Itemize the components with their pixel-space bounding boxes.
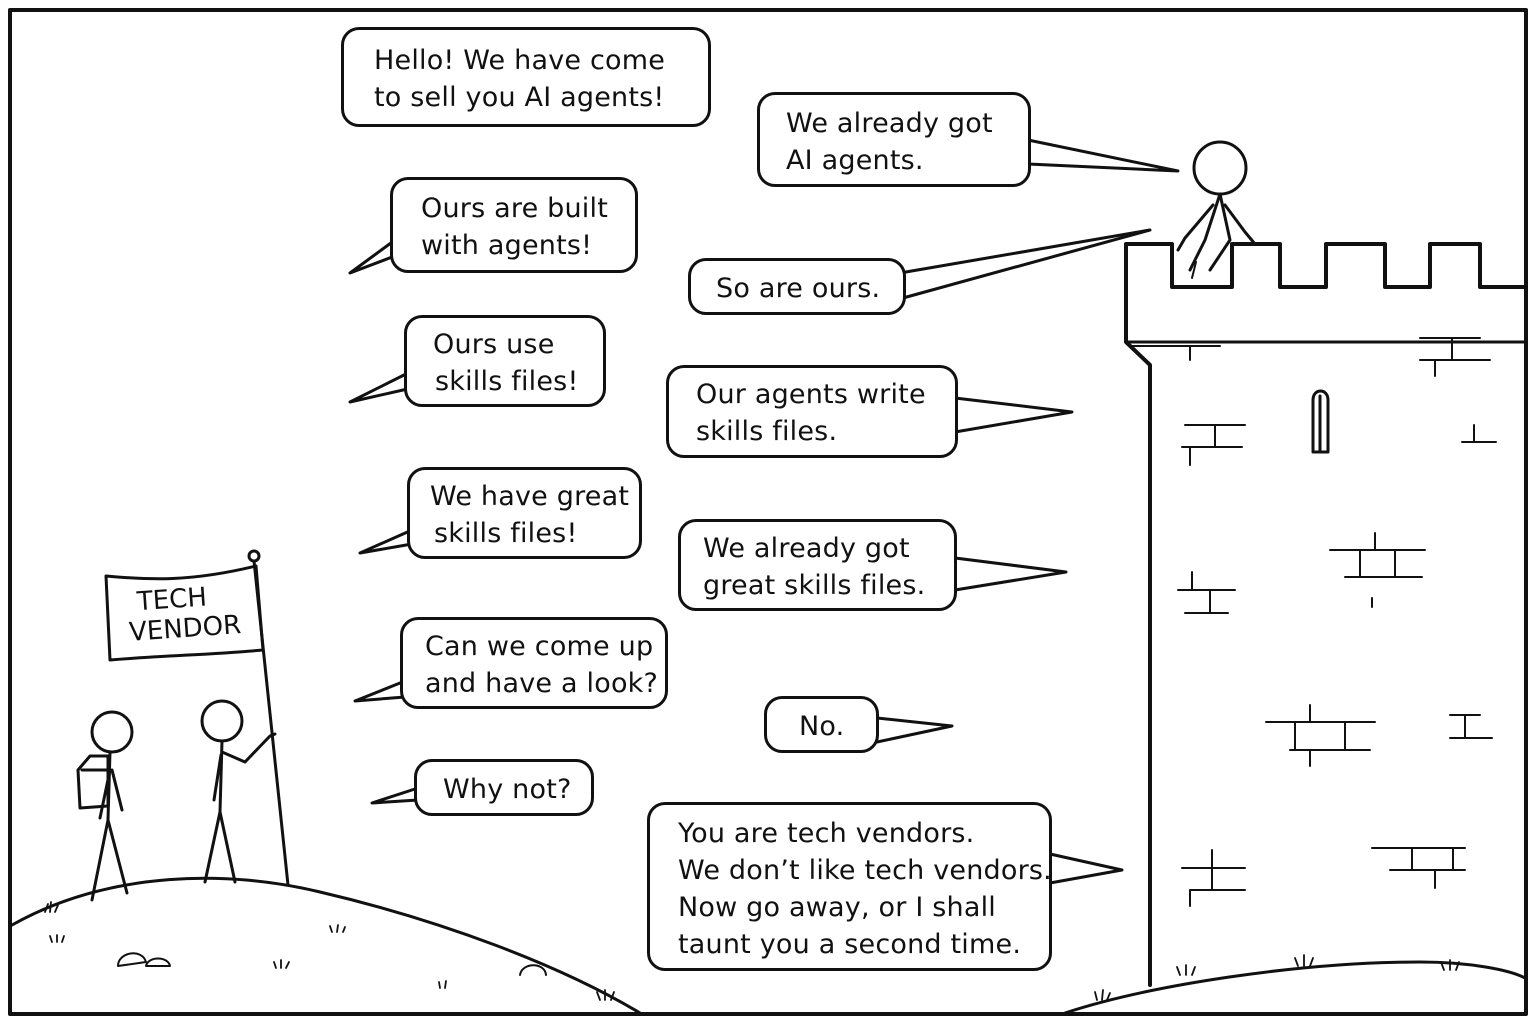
bubble-line: skills files. <box>696 416 838 447</box>
arrow-slit <box>1311 389 1330 454</box>
bubble-line: to sell you AI agents! <box>374 82 665 113</box>
vendor-speech-bubble-4: We have great skills files! <box>407 467 642 559</box>
left-hill <box>10 876 642 1015</box>
bubble-line: Hello! We have come <box>374 45 666 76</box>
bubble-line: great skills files. <box>703 570 926 601</box>
bubble-line: No. <box>799 711 845 742</box>
bubble-line: We have great <box>430 481 630 512</box>
backpack <box>76 754 110 810</box>
guard-speech-bubble-5: No. <box>764 696 879 753</box>
bubble-line: AI agents. <box>786 145 924 176</box>
bubble-line: and have a look? <box>425 668 659 699</box>
vendor-speech-bubble-2: Ours are built with agents! <box>390 177 638 273</box>
bubble-line: taunt you a second time. <box>678 929 1022 960</box>
bubble-line: skills files! <box>435 366 579 397</box>
tech-vendor-flag <box>104 549 290 887</box>
bubble-tails <box>348 138 1180 885</box>
bubble-line: So are ours. <box>716 273 881 304</box>
vendor-speech-bubble-5: Can we come up and have a look? <box>400 617 668 709</box>
guard-speech-bubble-3: Our agents write skills files. <box>666 365 958 458</box>
right-hill <box>1063 960 1527 1015</box>
guard-speech-bubble-4: We already got great skills files. <box>678 519 957 611</box>
bubble-line: We don’t like tech vendors. <box>678 855 1052 886</box>
castle-bricks <box>1129 337 1497 907</box>
vendor-speech-bubble-6: Why not? <box>414 759 594 816</box>
guard-speech-bubble-1: We already got AI agents. <box>757 92 1031 187</box>
panel-border <box>8 8 1528 1016</box>
flag-cloth <box>104 564 265 662</box>
bubble-line: Why not? <box>443 774 572 805</box>
guard-head <box>1192 140 1248 196</box>
guard-figure <box>1176 140 1257 279</box>
vendor-speech-bubble-3: Ours use skills files! <box>404 315 606 407</box>
vendor-figure-flag-holder <box>200 699 277 884</box>
guard-speech-bubble-2: So are ours. <box>688 258 906 315</box>
pebbles <box>117 952 547 976</box>
bubble-line: We already got <box>786 108 993 139</box>
bubble-line: Can we come up <box>425 631 654 662</box>
bubble-line: Ours are built <box>421 193 609 224</box>
bubble-line: We already got <box>703 533 910 564</box>
castle-tower <box>1124 242 1527 987</box>
bubble-line: Now go away, or I shall <box>678 892 997 923</box>
flag-label: TECH VENDOR <box>126 580 242 647</box>
grass-tufts <box>44 901 1460 1001</box>
bubble-line: Our agents write <box>696 379 926 410</box>
vendor-speech-bubble-1: Hello! We have come to sell you AI agent… <box>341 27 711 127</box>
bubble-line: Ours use <box>433 329 555 360</box>
bubble-line: with agents! <box>421 230 593 261</box>
bubble-line: You are tech vendors. <box>678 818 975 849</box>
guard-speech-bubble-6: You are tech vendors. We don’t like tech… <box>647 802 1052 971</box>
bubble-line: skills files! <box>434 518 578 549</box>
vendor-figure-backpack <box>76 710 134 902</box>
